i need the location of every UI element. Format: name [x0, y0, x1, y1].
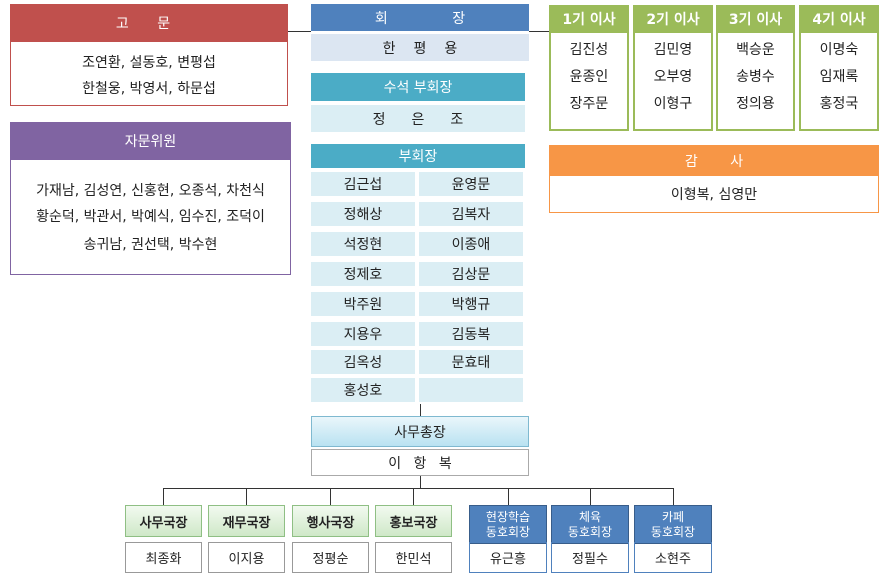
- connector-drop-7: [673, 488, 674, 505]
- director-name: 송병수: [736, 69, 775, 85]
- auditor-header: 감 사: [549, 145, 879, 176]
- senior-vice-header: 수석 부회장: [311, 73, 525, 101]
- dept-4-name: 한민석: [375, 542, 452, 573]
- advisor-body: 조연환, 설동호, 변평섭 한철웅, 박영서, 하문섭: [10, 42, 288, 106]
- vice-name: 석정현: [311, 232, 415, 256]
- director-name: 윤종인: [569, 69, 609, 85]
- director-name: 장주문: [569, 96, 609, 112]
- consultants-line-2: 황순덕, 박관서, 박예식, 임수진, 조덕이: [36, 209, 265, 225]
- dept-3-name: 정평순: [292, 542, 369, 573]
- club-title-line: 동호회장: [567, 524, 613, 539]
- consultants-header: 자문위원: [10, 122, 291, 160]
- secretary-general-header: 사무총장: [311, 416, 529, 447]
- senior-vice-name: 정은조: [311, 105, 525, 132]
- vice-name: 윤영문: [419, 172, 523, 196]
- director-name: 오부영: [653, 69, 693, 85]
- connector-chair-directors: [529, 31, 549, 32]
- director-2-header: 2기 이사: [633, 5, 713, 33]
- chairman-header: 회 장: [311, 4, 529, 31]
- advisor-line-2: 한철웅, 박영서, 하문섭: [82, 81, 216, 97]
- director-2-body: 김민영 오부영 이형구: [633, 33, 713, 131]
- director-name: 김진성: [569, 42, 609, 58]
- club-title-line: 체육: [578, 509, 602, 524]
- vice-name: 문효태: [419, 350, 523, 374]
- director-name: 홍정국: [819, 96, 859, 112]
- club-2-name: 정필수: [551, 542, 629, 573]
- dept-2-header: 재무국장: [208, 505, 285, 537]
- club-3-name: 소현주: [634, 542, 712, 573]
- consultants-body: 가재남, 김성연, 신홍현, 오종석, 차천식 황순덕, 박관서, 박예식, 임…: [10, 160, 291, 275]
- connector-drop-1: [163, 488, 164, 505]
- director-name: 백승운: [736, 42, 775, 58]
- vice-name: 이종애: [419, 232, 523, 256]
- club-1-header: 현장학습 동호회장: [469, 505, 547, 544]
- club-1-name: 유근흥: [469, 542, 547, 573]
- connector-advisor-chair: [288, 31, 311, 32]
- dept-1-name: 최종화: [125, 542, 202, 573]
- vice-name: 김옥성: [311, 350, 415, 374]
- director-1-header: 1기 이사: [549, 5, 629, 33]
- dept-3-header: 행사국장: [292, 505, 369, 537]
- vice-name: 홍성호: [311, 378, 415, 402]
- director-name: 김민영: [653, 42, 693, 58]
- dept-2-name: 이지용: [208, 542, 285, 573]
- auditor-names: 이형복, 심영만: [549, 176, 879, 213]
- vice-name: 박행규: [419, 292, 523, 316]
- consultants-line-3: 송귀남, 권선택, 박수현: [83, 237, 218, 253]
- vice-name: 김근섭: [311, 172, 415, 196]
- vice-name: 지용우: [311, 322, 415, 346]
- director-4-header: 4기 이사: [799, 5, 879, 33]
- director-3-header: 3기 이사: [716, 5, 795, 33]
- director-name: 이형구: [653, 96, 693, 112]
- secretary-general-name: 이 항 복: [311, 449, 529, 476]
- vice-name: 정해상: [311, 202, 415, 226]
- connector-drop-3: [330, 488, 331, 505]
- club-title-line: 동호회장: [650, 524, 696, 539]
- vice-header: 부회장: [311, 144, 525, 168]
- director-1-body: 김진성 윤종인 장주문: [549, 33, 629, 131]
- dept-1-header: 사무국장: [125, 505, 202, 537]
- connector-drop-4: [413, 488, 414, 505]
- vice-name: 박주원: [311, 292, 415, 316]
- connector-drop-5: [508, 488, 509, 505]
- vice-name: 김동복: [419, 322, 523, 346]
- consultants-line-1: 가재남, 김성연, 신홍현, 오종석, 차천식: [36, 183, 265, 199]
- vice-name: 정제호: [311, 262, 415, 286]
- director-name: 정의용: [736, 96, 775, 112]
- connector-vp-sg: [420, 404, 421, 416]
- vice-name-empty: [419, 378, 523, 402]
- club-3-header: 카페 동호회장: [634, 505, 712, 544]
- connector-sg-branch: [420, 476, 421, 488]
- chairman-name: 한평용: [311, 34, 529, 61]
- advisor-line-1: 조연환, 설동호, 변평섭: [82, 55, 216, 71]
- connector-branch-horizontal: [163, 488, 673, 489]
- connector-drop-2: [246, 488, 247, 505]
- club-title-line: 현장학습: [485, 509, 531, 524]
- director-name: 임재록: [819, 69, 859, 85]
- club-title-line: 동호회장: [485, 524, 531, 539]
- director-3-body: 백승운 송병수 정의용: [716, 33, 795, 131]
- director-4-body: 이명숙 임재록 홍정국: [799, 33, 879, 131]
- connector-drop-6: [590, 488, 591, 505]
- vice-name: 김복자: [419, 202, 523, 226]
- advisor-header: 고 문: [10, 4, 288, 42]
- club-2-header: 체육 동호회장: [551, 505, 629, 544]
- director-name: 이명숙: [819, 42, 859, 58]
- vice-name: 김상문: [419, 262, 523, 286]
- club-title-line: 카페: [661, 509, 685, 524]
- dept-4-header: 홍보국장: [375, 505, 452, 537]
